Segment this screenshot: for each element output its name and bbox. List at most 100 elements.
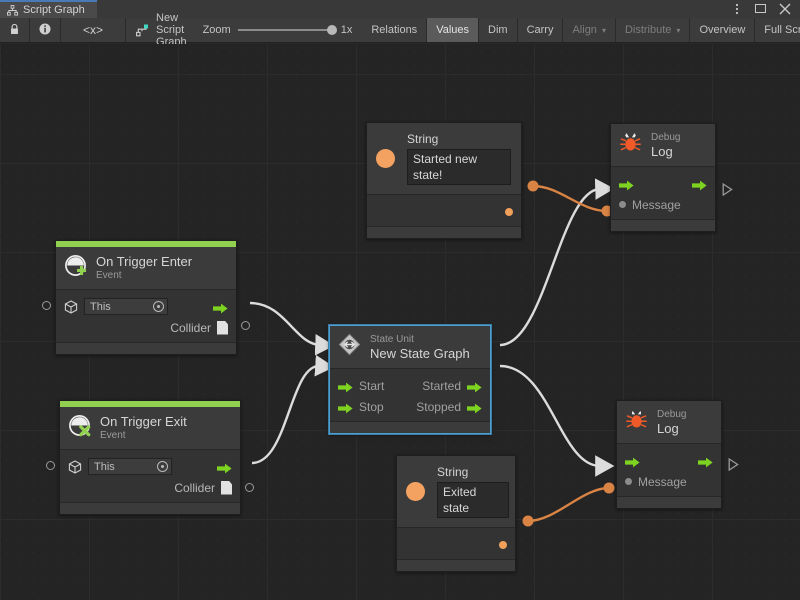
toolbar-distribute-label: Distribute: [624, 24, 672, 36]
toolbar-fullscreen-label: Full Scr: [764, 24, 800, 36]
zoom-value: 1x: [340, 24, 353, 36]
node-state-unit[interactable]: State Unit New State Graph Start Started: [329, 325, 491, 434]
toolbar-fullscreen-button[interactable]: Full Scr: [755, 18, 800, 42]
code-icon: <x>: [83, 23, 104, 37]
script-graph-icon: [7, 4, 18, 16]
info-icon: [39, 22, 51, 38]
message-input-dot[interactable]: [625, 478, 632, 485]
flow-in-arrow[interactable]: [625, 455, 640, 468]
collider-document-icon[interactable]: [221, 480, 232, 495]
code-view-button[interactable]: <x>: [61, 18, 127, 42]
string-bottom-body: [397, 528, 515, 555]
flow-in-arrow[interactable]: [338, 380, 353, 393]
on-trigger-exit-target-field[interactable]: This: [88, 458, 172, 475]
zoom-slider[interactable]: [237, 25, 337, 35]
tab-label: Script Graph: [23, 3, 85, 16]
trigger-enter-icon: [64, 254, 87, 282]
debug-log-top-subtitle: Debug: [651, 132, 681, 143]
string-output-dot[interactable]: [499, 540, 507, 549]
on-trigger-exit-footer: [60, 502, 240, 514]
on-trigger-enter-target-value: This: [90, 300, 111, 313]
string-value-icon: [406, 482, 425, 501]
toolbar-relations-label: Relations: [371, 24, 418, 36]
toolbar-values-button[interactable]: Values: [427, 18, 480, 42]
flow-out-arrow[interactable]: [692, 178, 707, 191]
node-string-bottom[interactable]: String Exited state: [396, 455, 516, 572]
node-on-trigger-enter[interactable]: On Trigger Enter Event This: [55, 240, 237, 355]
toolbar-distribute-button[interactable]: Distribute ▾: [616, 18, 691, 42]
string-bottom-header: String Exited state: [397, 456, 515, 528]
node-string-top[interactable]: String Started new state!: [366, 122, 522, 239]
node-on-trigger-exit[interactable]: On Trigger Exit Event This: [59, 400, 241, 515]
on-trigger-enter-header: On Trigger Enter Event: [56, 247, 236, 290]
lock-button[interactable]: [0, 18, 30, 42]
zoom-control[interactable]: Zoom 1x: [199, 18, 363, 42]
toolbar-carry-button[interactable]: Carry: [518, 18, 564, 42]
debug-bug-icon: [625, 408, 648, 436]
state-unit-stopped-label: Stopped: [416, 399, 461, 414]
on-trigger-exit-target-value: This: [94, 460, 115, 473]
more-options-icon[interactable]: [730, 2, 743, 15]
string-top-value-input[interactable]: Started new state!: [407, 149, 511, 185]
tab-script-graph[interactable]: Script Graph: [0, 0, 97, 18]
debug-log-bottom-footer: [617, 496, 721, 508]
trigger-enter-input-knob[interactable]: [42, 301, 51, 310]
flow-in-arrow[interactable]: [338, 401, 353, 414]
string-top-header: String Started new state!: [367, 123, 521, 195]
info-button[interactable]: [30, 18, 61, 42]
collider-document-icon[interactable]: [217, 320, 228, 335]
trigger-exit-collider-output-knob[interactable]: [245, 483, 254, 492]
trigger-enter-collider-output-knob[interactable]: [241, 321, 250, 330]
flow-in-arrow[interactable]: [619, 178, 634, 191]
event-accent-bar: [56, 241, 236, 247]
string-bottom-value-input[interactable]: Exited state: [437, 482, 509, 518]
flow-out-arrow[interactable]: [467, 401, 482, 414]
graph-name-display[interactable]: New Script Graph: [126, 12, 199, 48]
graph-canvas[interactable]: String Started new state!: [0, 44, 800, 600]
toolbar-overview-button[interactable]: Overview: [690, 18, 756, 42]
toolbar-align-button[interactable]: Align ▾: [563, 18, 616, 42]
flow-out-arrow[interactable]: [217, 461, 232, 474]
string-value-icon: [376, 149, 395, 168]
graph-name-label: New Script Graph: [156, 12, 187, 48]
on-trigger-exit-collider-label: Collider: [174, 480, 215, 495]
flow-out-arrow[interactable]: [213, 301, 228, 314]
node-debug-log-bottom[interactable]: Debug Log Message: [616, 400, 722, 509]
chevron-down-icon: ▾: [601, 25, 606, 35]
toolbar-dim-button[interactable]: Dim: [479, 18, 518, 42]
close-icon[interactable]: [778, 2, 791, 15]
toolbar-relations-button[interactable]: Relations: [362, 18, 428, 42]
string-top-footer: [367, 226, 521, 238]
message-input-dot[interactable]: [619, 201, 626, 208]
window-title-bar: Script Graph: [0, 0, 800, 18]
on-trigger-exit-body: This Collider: [60, 450, 240, 498]
string-bottom-footer: [397, 559, 515, 571]
state-unit-body: Start Started Stop Stopped: [330, 369, 490, 417]
debug-log-bottom-output-knob[interactable]: [728, 457, 739, 472]
trigger-exit-icon: [68, 414, 91, 442]
string-top-body: [367, 195, 521, 222]
flow-out-arrow[interactable]: [698, 455, 713, 468]
target-picker-icon[interactable]: [157, 461, 168, 472]
on-trigger-exit-target-row: This: [60, 456, 240, 477]
target-picker-icon[interactable]: [153, 301, 164, 312]
debug-log-top-body: Message: [611, 167, 715, 215]
on-trigger-exit-subtitle: Event: [100, 430, 126, 441]
toolbar-overview-label: Overview: [699, 24, 746, 36]
debug-log-bottom-body: Message: [617, 444, 721, 492]
node-debug-log-top[interactable]: Debug Log Message: [610, 123, 716, 232]
zoom-slider-handle[interactable]: [326, 25, 337, 35]
debug-log-bottom-subtitle: Debug: [657, 409, 687, 420]
graph-toolbar: <x> New Script Graph Zoom 1x Relations V…: [0, 12, 800, 48]
string-output-dot[interactable]: [505, 207, 513, 216]
state-unit-stop-row: Stop Stopped: [330, 396, 490, 417]
maximize-icon[interactable]: [754, 2, 767, 15]
flow-out-arrow[interactable]: [467, 380, 482, 393]
trigger-exit-input-knob[interactable]: [46, 461, 55, 470]
on-trigger-enter-target-field[interactable]: This: [84, 298, 168, 315]
zoom-label: Zoom: [202, 24, 231, 36]
state-unit-header: State Unit New State Graph: [330, 326, 490, 369]
string-top-title: String: [407, 132, 439, 146]
debug-log-top-output-knob[interactable]: [722, 182, 733, 197]
debug-log-top-header: Debug Log: [611, 124, 715, 167]
